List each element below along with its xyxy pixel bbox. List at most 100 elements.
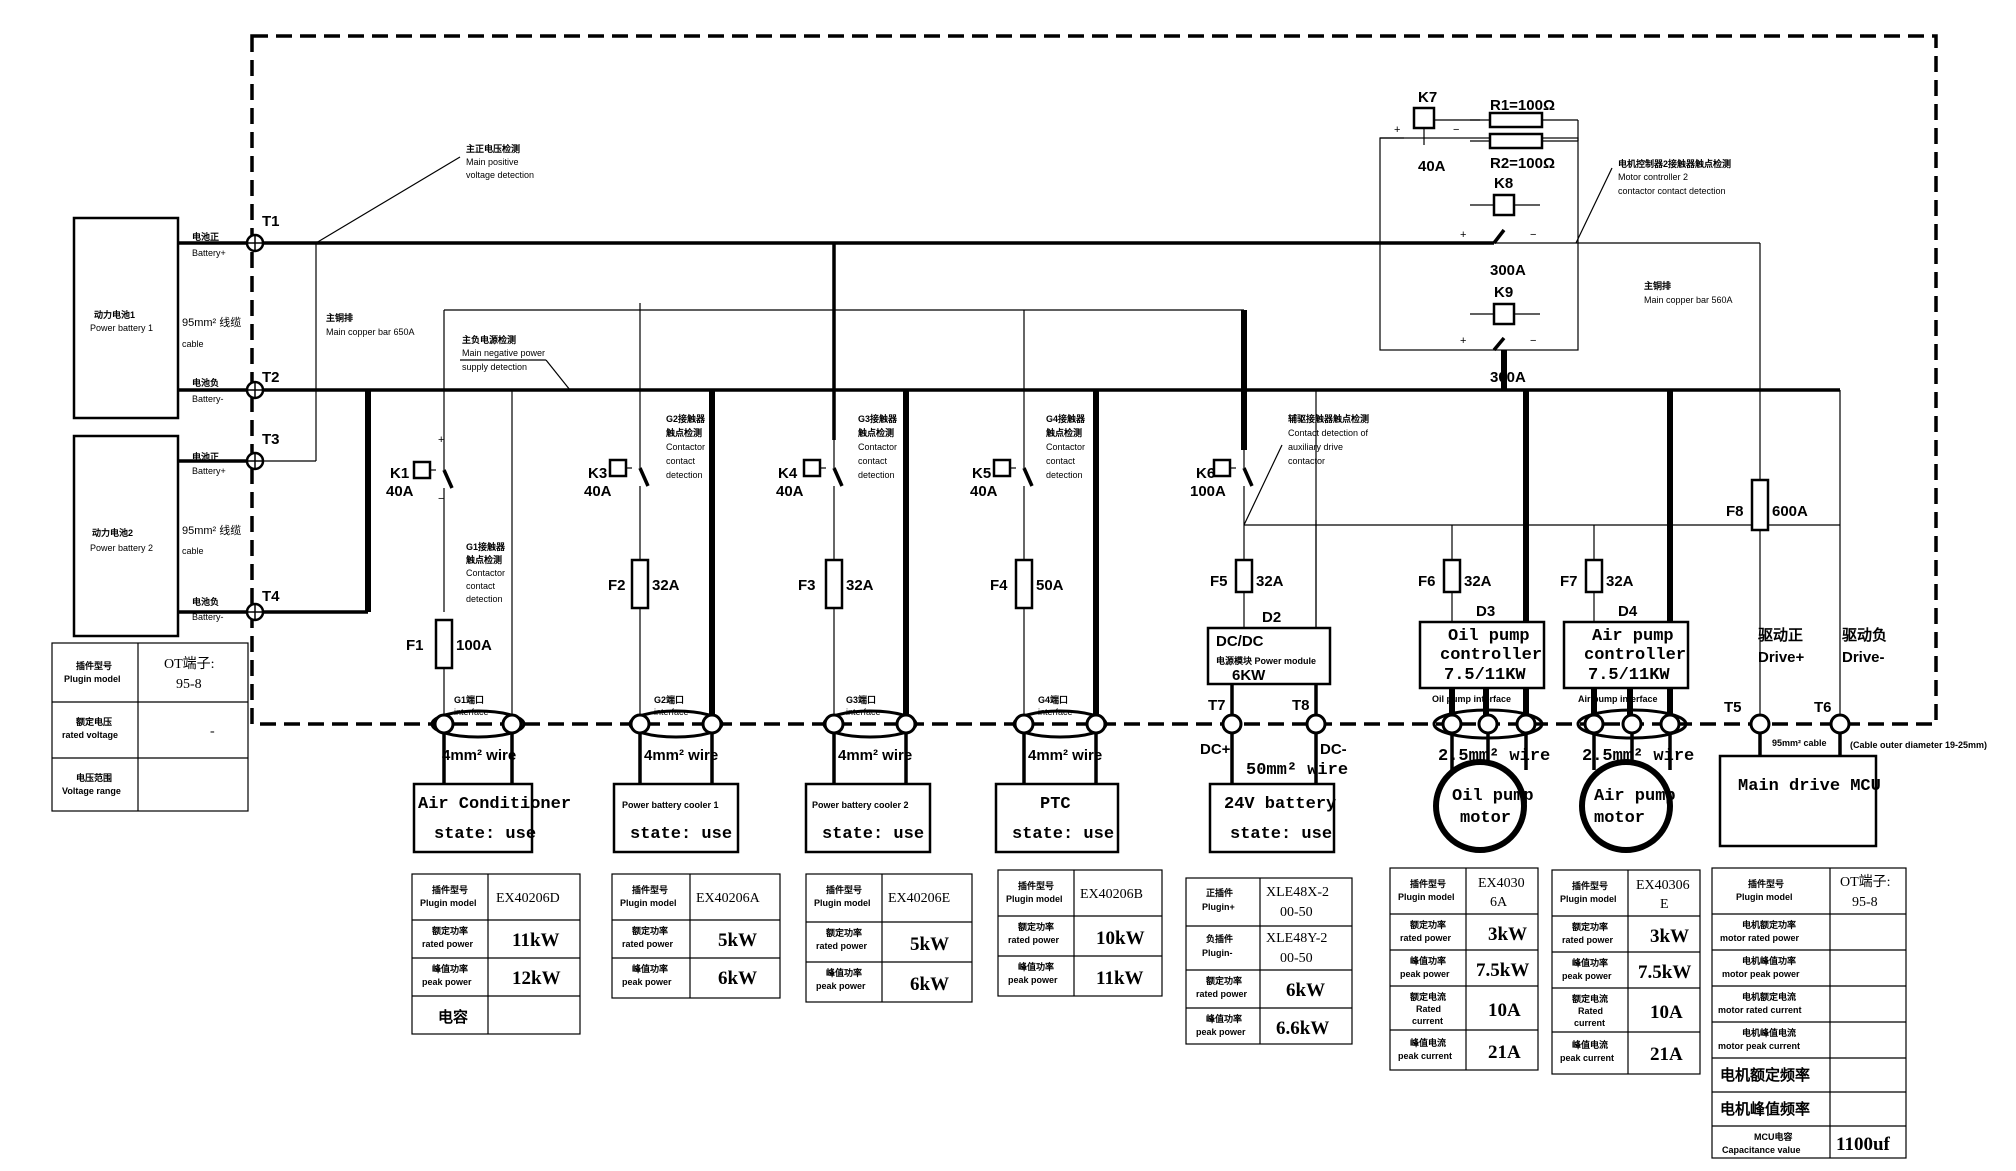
- precharge-section: + −: [1379, 106, 1579, 390]
- battery-2-en-label: Power battery 2: [90, 543, 153, 553]
- d4-title: Air pump: [1592, 627, 1674, 646]
- tdc-r2-v2: 00-50: [1280, 951, 1313, 966]
- battery-2-cable-en: cable: [182, 546, 204, 556]
- b24-title: 24V battery: [1224, 795, 1336, 814]
- tptc-r1-v: EX40206B: [1080, 887, 1143, 902]
- battery-1-cable-en: cable: [182, 339, 204, 349]
- drive-pos-en: Drive+: [1758, 649, 1805, 666]
- tptc-r3-cn: 峰值功率: [1018, 961, 1054, 972]
- d4-subtitle: controller: [1584, 646, 1686, 665]
- k1-label: K1: [390, 465, 409, 482]
- g3-note-cn2: 触点检测: [857, 427, 894, 438]
- tdc-r2-v1: XLE48Y-2: [1266, 931, 1327, 946]
- drive-pos-cn: 驱动正: [1758, 626, 1803, 644]
- battery-2-cn-label: 动力电池2: [92, 527, 133, 538]
- air-motor-subtitle: motor: [1594, 809, 1645, 828]
- tair-r5-en: peak current: [1560, 1053, 1614, 1063]
- tc2-r1-en: Plugin model: [814, 898, 871, 908]
- tmcu-r1-en: Plugin model: [1736, 892, 1793, 902]
- battery-2-pos-cn: 电池正: [192, 451, 219, 462]
- note-mc2-en1: Motor controller 2: [1618, 172, 1688, 182]
- load-ptc: [994, 782, 1120, 854]
- tair-r1-en: Plugin model: [1560, 894, 1617, 904]
- tc2-r3-en: peak power: [816, 981, 866, 991]
- toil-r3-v: 7.5kW: [1476, 960, 1529, 981]
- g4-note-cn1: G4接触器: [1046, 413, 1086, 424]
- tmcu-r7-cn: 电机峰值频率: [1720, 1100, 1810, 1118]
- note-bar560-cn: 主铜排: [1644, 280, 1671, 291]
- g4-note-en2: contact: [1046, 456, 1076, 466]
- main-positive-bus: [263, 241, 1761, 718]
- tbatt-r1-cn: 插件型号: [76, 660, 112, 671]
- k1-rating: 40A: [386, 483, 414, 500]
- table-cooler-2: [805, 873, 973, 1003]
- k7-rating: 40A: [1418, 158, 1446, 175]
- table-ptc: [997, 869, 1163, 997]
- air-wire-label: 2.5mm² wire: [1582, 747, 1694, 766]
- interface-oil-pump: [1432, 688, 1544, 853]
- tptc-r2-v: 10kW: [1096, 928, 1145, 949]
- note-g3: G3接触器 触点检测 Contactor contact detection: [857, 413, 898, 480]
- interface-main-drive: [1718, 713, 1878, 848]
- f1-label: F1: [406, 637, 424, 654]
- cooler1-title: Power battery cooler 1: [622, 800, 719, 810]
- k4-label: K4: [778, 465, 798, 482]
- tbatt-r2-v: -: [210, 724, 215, 739]
- tmcu-r4-cn: 电机额定电流: [1742, 991, 1796, 1002]
- tdc-r1-en: Plugin+: [1202, 902, 1235, 912]
- g3-note-en1: Contactor: [858, 442, 897, 452]
- tmcu-r5-cn: 电机峰值电流: [1742, 1027, 1796, 1038]
- tc2-r1-v: EX40206E: [888, 891, 950, 906]
- tdc-r1-cn: 正插件: [1206, 887, 1233, 898]
- tdc-r1-v1: XLE48X-2: [1266, 885, 1329, 900]
- tdc-r3-cn: 额定功率: [1206, 975, 1242, 986]
- k9-plus: +: [1460, 335, 1466, 347]
- toil-r2-v: 3kW: [1488, 924, 1527, 945]
- tmcu-r2-en: motor rated power: [1720, 933, 1800, 943]
- relay-k3: [608, 445, 650, 560]
- table-air-conditioner: [411, 873, 581, 1035]
- load-cooler-2: [804, 782, 932, 854]
- positive-drops: [443, 243, 1247, 450]
- note-bar650-cn: 主铜排: [326, 312, 353, 323]
- toil-r5-en: peak current: [1398, 1051, 1452, 1061]
- load-24v-battery: [1208, 782, 1336, 854]
- g1-note-en3: detection: [466, 594, 503, 604]
- f4-rating: 50A: [1036, 577, 1064, 594]
- load-air-conditioner: [412, 782, 534, 854]
- battery-2-neg-en: Battery-: [192, 612, 224, 622]
- tbatt-r1-en: Plugin model: [64, 674, 121, 684]
- battery-2-cable-label: 95mm² 线缆: [182, 523, 241, 537]
- d2-subtitle: 电源模块 Power module: [1216, 655, 1316, 666]
- g3-note-en3: detection: [858, 470, 895, 480]
- tdc-r1-v2: 00-50: [1280, 905, 1313, 920]
- r1-label: R1=100Ω: [1490, 97, 1555, 114]
- g2-note-en1: Contactor: [666, 442, 705, 452]
- cable-outer-note: (Cable outer diameter 19-25mm): [1850, 740, 1987, 750]
- tair-r1-v2: E: [1660, 897, 1669, 912]
- drive-neg-en: Drive-: [1842, 649, 1885, 666]
- tdc-r4-v: 6.6kW: [1276, 1018, 1329, 1039]
- f7-label: F7: [1560, 573, 1578, 590]
- main-negative-bus: [263, 388, 1841, 718]
- aux-note-cn: 辅驱接触器触点检测: [1288, 413, 1369, 424]
- tair-r4-en1: Rated: [1578, 1006, 1603, 1016]
- terminal-t2-label: T2: [262, 369, 280, 386]
- tair-r5-cn: 峰值电流: [1572, 1039, 1608, 1050]
- note-main-pos-cn: 主正电压检测: [466, 143, 520, 154]
- tair-r4-en2: current: [1574, 1018, 1605, 1028]
- toil-r1-en: Plugin model: [1398, 892, 1455, 902]
- tair-r2-v: 3kW: [1650, 926, 1689, 947]
- dc-minus-label: DC-: [1320, 741, 1347, 758]
- tc2-r2-en: rated power: [816, 941, 868, 951]
- tmcu-r1-cn: 插件型号: [1748, 878, 1784, 889]
- controller-d2: [1206, 520, 1332, 716]
- k9-minus: −: [1530, 335, 1536, 347]
- note-main-positive: 主正电压检测 Main positive voltage detection: [315, 143, 534, 244]
- terminal-crosses: [247, 235, 263, 620]
- f3-rating: 32A: [846, 577, 874, 594]
- tc1-r2-en: rated power: [622, 939, 674, 949]
- g2-note-cn2: 触点检测: [665, 427, 702, 438]
- tptc-r1-en: Plugin model: [1006, 894, 1063, 904]
